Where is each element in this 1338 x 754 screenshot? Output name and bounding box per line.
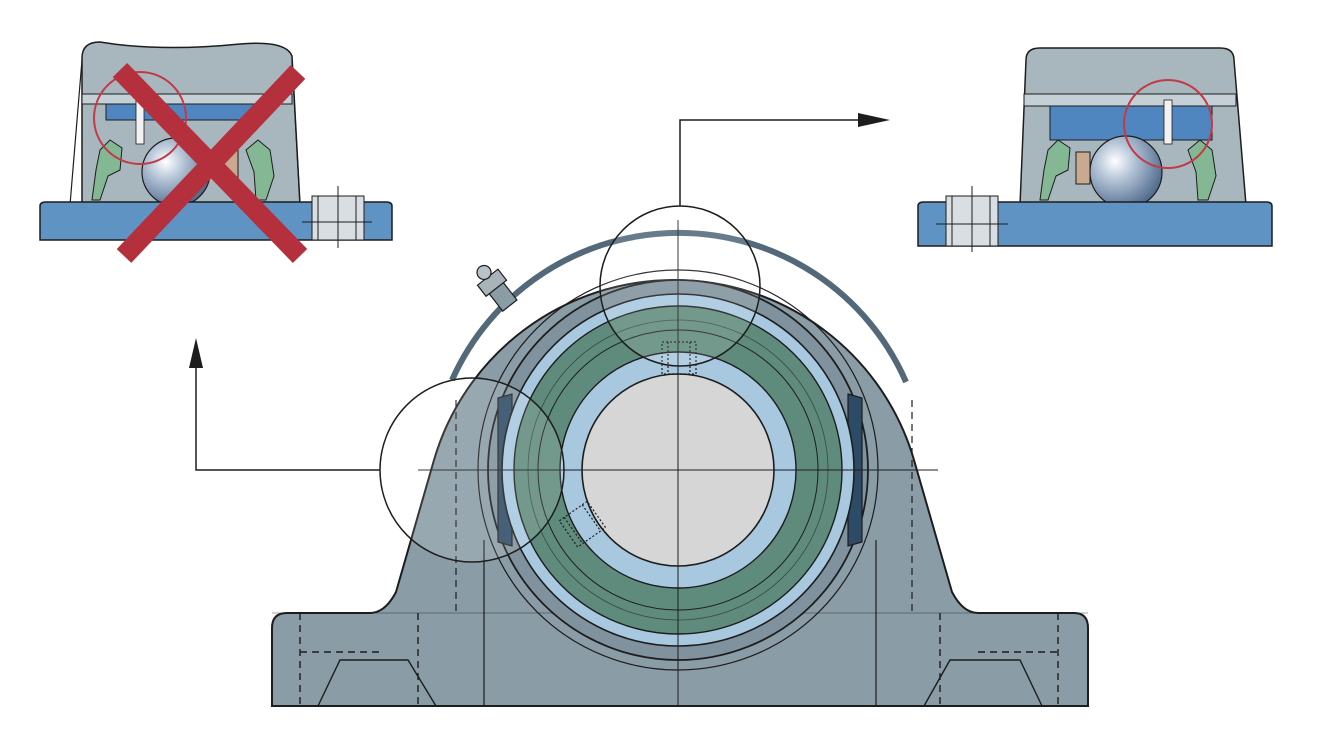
- detail-seal-right-correct: [1187, 139, 1217, 201]
- arrow-up-icon: [189, 338, 203, 368]
- grease-nipple-icon: [476, 264, 518, 312]
- highlight-circle-incorrect: [93, 71, 187, 165]
- x-mark-icon: [112, 63, 308, 263]
- detail-incorrect: [39, 41, 393, 263]
- main-front-view: [271, 205, 1089, 707]
- centerlines: [418, 220, 938, 706]
- detail-circle-top: [599, 205, 761, 367]
- detail-grub-screw-correct: [936, 186, 1008, 252]
- leader-arrow-up: [189, 338, 380, 471]
- detail-correct: [917, 47, 1273, 252]
- grub-screw-top: [661, 341, 697, 375]
- housing-foot-left: [299, 613, 437, 707]
- highlight-circle-correct: [1123, 79, 1213, 169]
- detail-cage-correct: [1075, 151, 1091, 185]
- leader-arrow-right: [679, 113, 890, 206]
- grub-screw-side: [558, 500, 607, 548]
- detail-circle-left: [379, 377, 565, 563]
- detail-seal-left: [91, 139, 123, 201]
- detail-seal-left-correct: [1039, 139, 1071, 201]
- detail-outer-ring-correct: [1049, 105, 1213, 141]
- housing-foot-right: [923, 613, 1059, 707]
- detail-base-correct: [917, 201, 1273, 247]
- detail-ball-correct: [1089, 135, 1163, 209]
- detail-base: [39, 201, 393, 241]
- detail-grub-screw: [302, 186, 372, 248]
- detail-seal-right: [245, 139, 275, 201]
- arrow-right-icon: [858, 113, 890, 127]
